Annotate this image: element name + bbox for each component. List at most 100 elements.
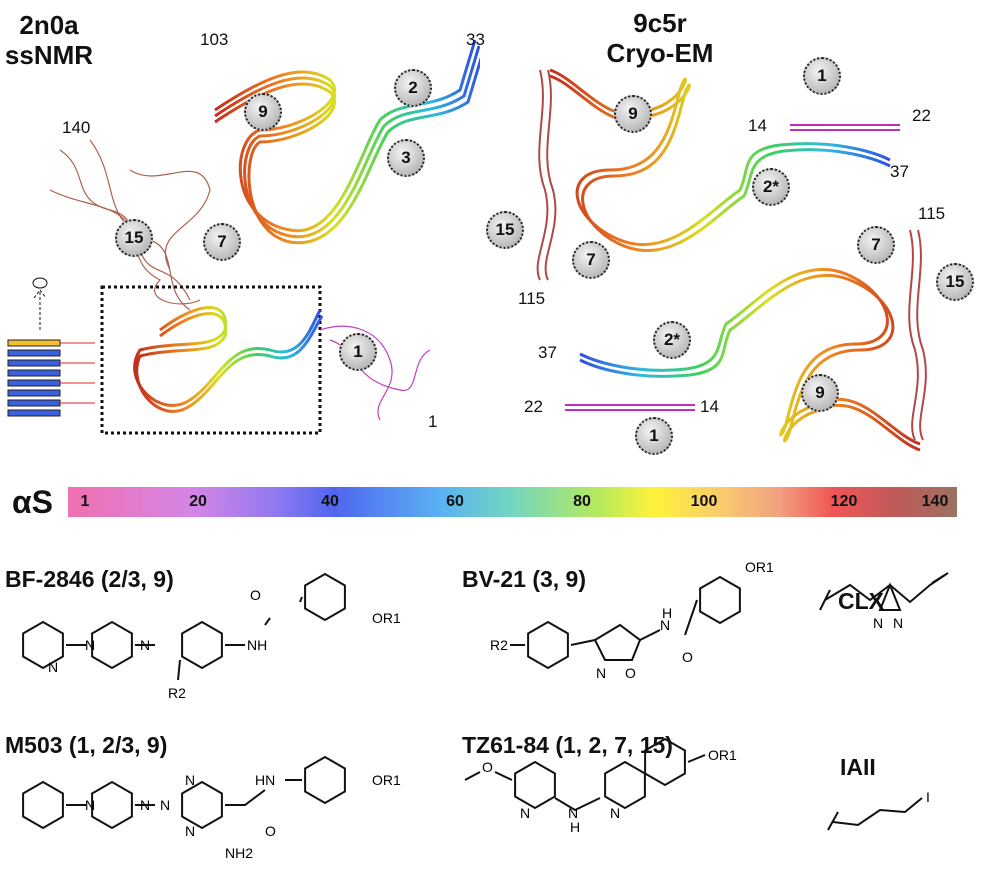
nterm-strands <box>565 124 900 411</box>
atom-label: NH2 <box>225 845 253 861</box>
compound-name: BV-21 (3, 9) <box>462 566 586 592</box>
binding-site-badge: 3 <box>387 139 425 177</box>
binding-site-badge: 15 <box>486 211 524 249</box>
atom-label: O <box>482 759 493 775</box>
atom-label: N <box>660 617 670 633</box>
residue-label: 1 <box>428 412 438 431</box>
stacked-sheet-icon <box>7 277 95 417</box>
residue-label: 22 <box>524 397 543 416</box>
residue-label: 37 <box>538 343 557 362</box>
ribbon-nterm-tail <box>319 325 431 421</box>
binding-site-badge: 9 <box>801 374 839 412</box>
left-structure-ribbons <box>7 39 480 435</box>
atom-label: H <box>662 605 672 621</box>
colorbar-tick: 40 <box>321 493 339 510</box>
binding-site-badge: 2* <box>752 168 790 206</box>
atom-label: N <box>185 823 195 839</box>
residue-label: 140 <box>62 118 91 137</box>
pdb-id: 9c5r <box>633 8 687 38</box>
tz61-84-structure <box>464 737 706 812</box>
residue-label: 115 <box>518 289 546 308</box>
iaii-structure <box>827 797 923 831</box>
binding-site-badge: 1 <box>803 57 841 95</box>
residue-label: 103 <box>200 30 229 49</box>
method: Cryo-EM <box>606 38 714 68</box>
binding-site-badge: 7 <box>857 226 895 264</box>
ring <box>514 760 556 810</box>
left-panel-title: 2n0a ssNMR <box>4 10 94 70</box>
binding-site-badge: 2 <box>394 69 432 107</box>
atom-label: N <box>160 797 170 813</box>
compound-name: TZ61-84 (1, 2, 7, 15) <box>462 732 673 758</box>
binding-site-badge: 15 <box>936 263 974 301</box>
ring <box>91 780 133 830</box>
ring <box>304 572 346 622</box>
binding-site-badge: 1 <box>635 417 673 455</box>
ribbon-upper <box>214 39 480 245</box>
bv-21-structure <box>510 575 741 670</box>
zoom-box <box>100 285 322 435</box>
atom-label: O <box>682 649 693 665</box>
method: ssNMR <box>4 40 94 70</box>
binding-site-badge: 7 <box>203 223 241 261</box>
right-panel-title: 9c5r Cryo-EM <box>600 8 720 68</box>
atom-label: N <box>185 772 195 788</box>
atom-label: N <box>48 659 58 675</box>
atom-label: O <box>265 823 276 839</box>
colorbar-tick: 80 <box>573 493 591 510</box>
binding-site-badge: 7 <box>572 241 610 279</box>
atom-label: N <box>893 615 903 631</box>
atom-label: O <box>625 665 636 681</box>
atom-label: N <box>85 637 95 653</box>
atom-label: N <box>140 797 150 813</box>
ribbon-chain-a <box>549 68 891 253</box>
right-structure-ribbons <box>536 68 927 452</box>
residue-label: 37 <box>890 162 909 181</box>
colorbar-tick: 100 <box>690 493 718 510</box>
atom-label: HN <box>255 772 275 788</box>
atom-label: O <box>250 587 261 603</box>
residue-label: 115 <box>918 204 946 223</box>
atom-label: N <box>520 805 530 821</box>
residue-label: 14 <box>700 397 719 416</box>
residue-label: 33 <box>466 30 485 49</box>
ring <box>304 755 346 805</box>
atom-label: NH <box>247 637 267 653</box>
residue-label: 14 <box>748 116 767 135</box>
ring <box>644 737 686 787</box>
ribbon-chain-b <box>579 267 921 452</box>
bf-2846-structure <box>22 572 346 681</box>
binding-site-badge: 15 <box>115 219 153 257</box>
atom-label: OR1 <box>745 559 774 575</box>
atom-label: H <box>570 819 580 835</box>
binding-site-badge: 9 <box>614 95 652 133</box>
ring <box>181 780 223 830</box>
atom-label: N <box>596 665 606 681</box>
residue-colorbar: 1 20 40 60 80 100 120 140 <box>68 487 957 517</box>
ring <box>22 620 64 670</box>
atom-label: OR1 <box>372 610 401 626</box>
colorbar-label: αS <box>12 484 54 520</box>
compound-name: IAII <box>840 754 876 780</box>
colorbar-tick: 120 <box>830 493 858 510</box>
compound-name: M503 (1, 2/3, 9) <box>5 732 168 758</box>
atom-label: OR1 <box>708 747 737 763</box>
ring <box>91 620 133 670</box>
chemical-structures: N N N NH O OR1 R2 R2 N O N H O OR1 N N N… <box>22 559 949 861</box>
ring <box>699 575 741 625</box>
binding-site-badge: 9 <box>244 93 282 131</box>
ring <box>527 620 569 670</box>
atom-label: R2 <box>490 637 508 653</box>
atom-label: N <box>610 805 620 821</box>
m503-structure <box>22 755 346 830</box>
binding-site-badge: 1 <box>339 333 377 371</box>
binding-site-badge: 2* <box>653 321 691 359</box>
atom-label: N <box>85 797 95 813</box>
ribbon-lower <box>133 306 324 413</box>
colorbar-tick: 1 <box>80 493 90 510</box>
ring <box>181 620 223 670</box>
atom-label: I <box>926 789 930 805</box>
compound-name: BF-2846 (2/3, 9) <box>5 566 174 592</box>
colorbar-tick: 20 <box>189 493 207 510</box>
atom-label: N <box>140 637 150 653</box>
